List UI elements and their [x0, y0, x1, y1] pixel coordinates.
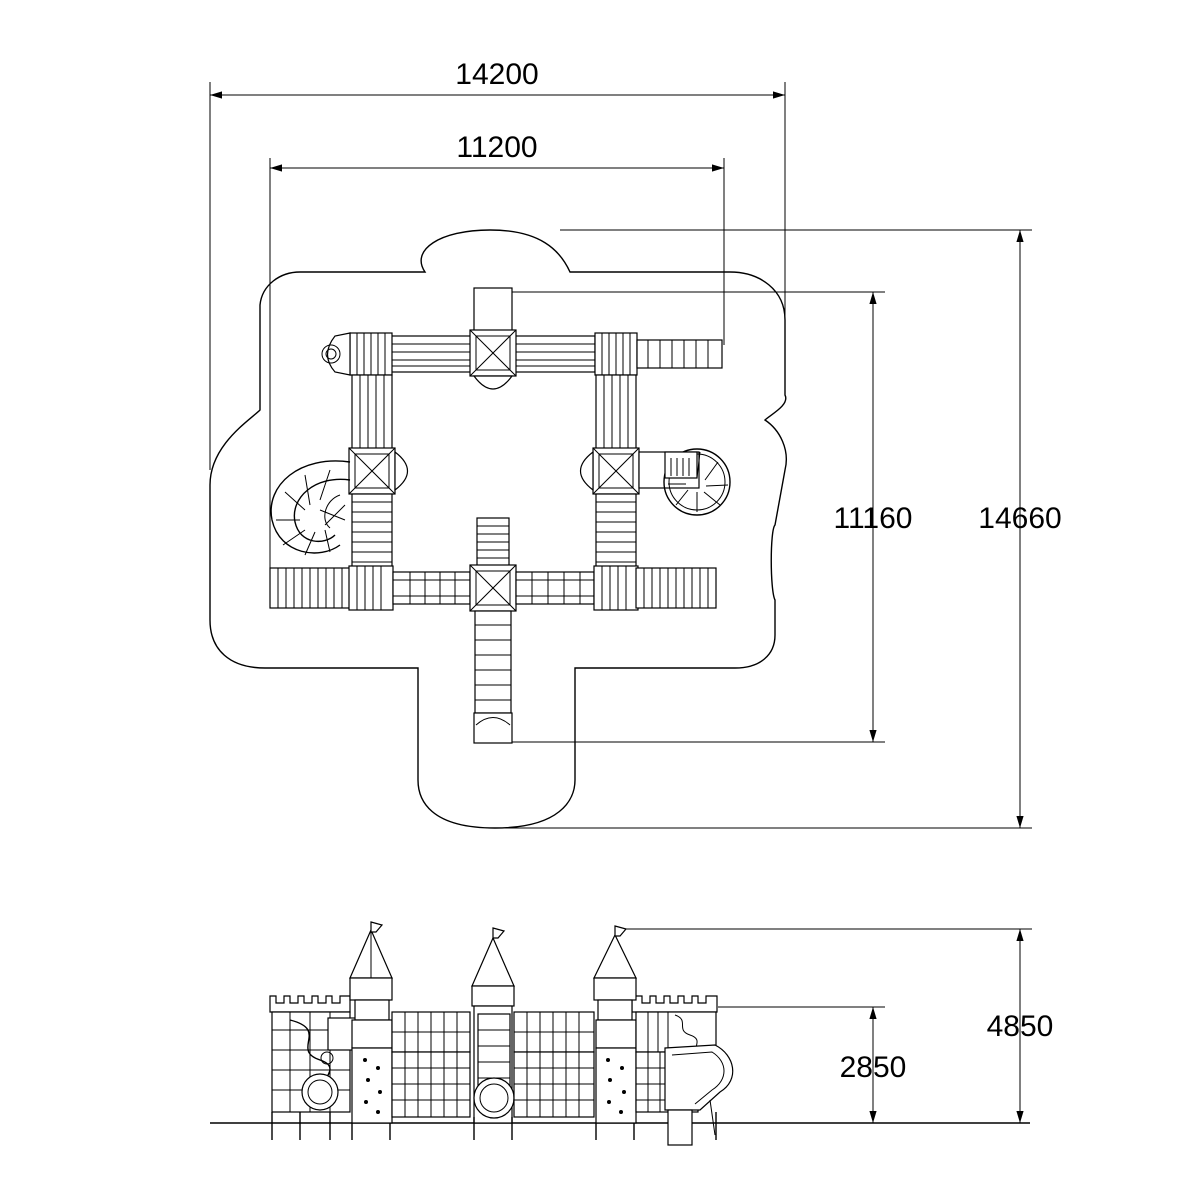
plan-structure: [269, 287, 731, 744]
dim-plan-width-outer: 14200: [209, 58, 786, 470]
dim-plan-depth-outer: 14660: [495, 229, 1062, 829]
round-slide: [638, 448, 731, 516]
dim-plan-depth-inner: 11160: [495, 291, 913, 743]
plan-view: 14200 11200 11160 14660: [209, 58, 1062, 829]
dim-label: 2850: [840, 1051, 907, 1084]
dim-label: 14200: [455, 58, 538, 91]
dim-label: 14660: [978, 502, 1061, 535]
dim-elevation-platform: 2850: [840, 1007, 907, 1123]
dim-plan-width-inner: 11200: [269, 131, 725, 570]
spiral-slide: [270, 460, 351, 556]
dim-label: 11160: [834, 502, 913, 535]
dim-elevation-total: 4850: [987, 929, 1054, 1123]
dim-label: 11200: [456, 131, 537, 164]
safety-zone-outline: [209, 229, 787, 829]
elevation-view: 2850 4850: [210, 921, 1054, 1146]
dim-label: 4850: [987, 1010, 1054, 1043]
elevation-structure: [269, 921, 734, 1146]
